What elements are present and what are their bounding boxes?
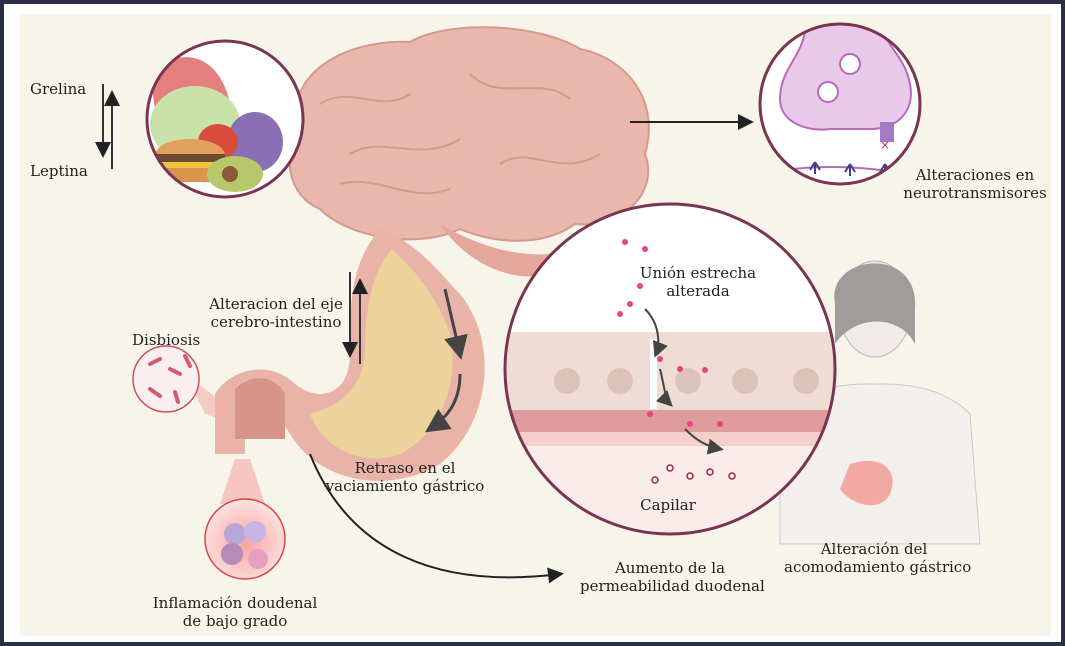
label-capillary: Capilar — [640, 496, 696, 514]
label-gastric-emptying-line2: vaciamiento gástrico — [325, 477, 485, 495]
label-tight-junction: Unión estrecha alterada — [638, 264, 758, 300]
brain-gut-axis-arrows-icon — [342, 272, 368, 364]
label-gastric-accommodation-line1: Alteración del — [820, 540, 928, 558]
figure-panel: × — [20, 14, 1051, 636]
illustration: × — [95, 22, 981, 584]
label-gastric-accommodation: Alteración del acomodamiento gástrico — [784, 540, 972, 576]
label-duodenal-permeability: Aumento de la permeabilidad duodenal — [580, 559, 765, 595]
immune-cells-circle-icon — [204, 459, 286, 580]
label-grelina: Grelina — [30, 80, 87, 98]
label-gastric-emptying-line1: Retraso en el — [354, 459, 456, 477]
label-neurotransmitters-line2: neurotransmisores — [903, 184, 1047, 202]
synapse-circle-icon: × — [758, 22, 922, 186]
label-duodenal-inflammation-line2: de bajo grado — [182, 612, 288, 630]
label-dysbiosis: Disbiosis — [132, 331, 201, 349]
label-brain-gut-axis-line2: cerebro-intestino — [210, 313, 342, 331]
woman-silhouette-icon — [779, 260, 981, 545]
label-brain-gut-axis: Alteracion del eje cerebro-intestino — [206, 295, 346, 331]
food-circle-icon — [145, 39, 305, 199]
label-duodenal-inflammation-line1: Inflamación doudenal — [152, 594, 318, 612]
label-brain-gut-axis-line1: Alteracion del eje — [209, 295, 343, 313]
label-gastric-emptying: Retraso en el vaciamiento gástrico — [320, 459, 490, 495]
stomach-icon — [215, 229, 485, 481]
label-tight-junction-line2: alterada — [666, 282, 730, 300]
arrow-to-permeability-icon — [309, 453, 564, 584]
label-gastric-accommodation-line2: acomodamiento gástrico — [784, 558, 972, 576]
label-neurotransmitters-line1: Alteraciones en — [915, 166, 1035, 184]
svg-text:×: × — [880, 138, 890, 152]
label-duodenal-inflammation: Inflamación doudenal de bajo grado — [150, 594, 320, 630]
label-leptina: Leptina — [30, 162, 88, 180]
label-duodenal-permeability-line2: permeabilidad duodenal — [580, 577, 765, 595]
label-neurotransmitters: Alteraciones en neurotransmisores — [900, 166, 1050, 202]
epithelium-circle-icon — [503, 202, 837, 536]
hormone-arrows-icon — [95, 84, 120, 169]
figure-frame: × — [4, 4, 1061, 642]
label-tight-junction-line1: Unión estrecha — [639, 264, 757, 282]
bacteria-circle-icon — [132, 345, 235, 424]
label-duodenal-permeability-line1: Aumento de la — [614, 559, 726, 577]
